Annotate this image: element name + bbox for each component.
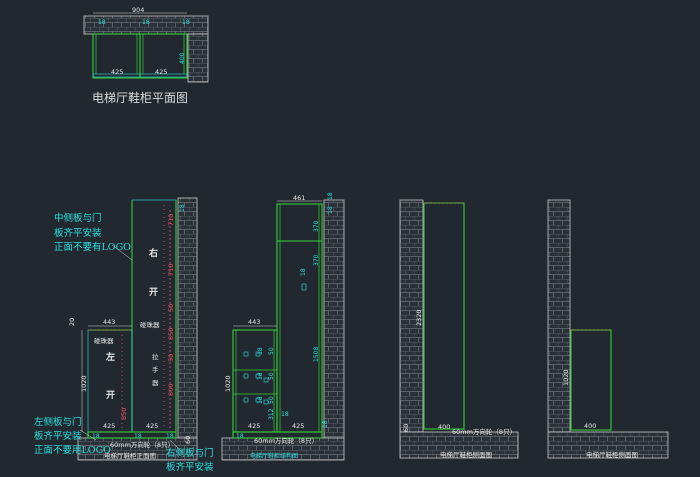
plan-dim-18b: 18: [142, 19, 150, 26]
front-red-850b: 850: [120, 408, 128, 420]
side-a-caption: 电梯厅鞋柜侧面图: [440, 450, 492, 459]
note-left-line1: 左侧板与门: [34, 416, 82, 428]
side-a-dim-400: 400: [438, 423, 450, 431]
side-b-wall-left: [547, 199, 571, 433]
struct-dim-425b: 425: [292, 422, 304, 430]
struct-dim-370a: 370: [313, 220, 320, 232]
note-left-line2: 板齐平安装: [34, 430, 82, 442]
front-view: 右 开 左 开 碰珠器 碰珠器 拉 手 器 710 710 50 850 50 …: [34, 197, 214, 473]
struct-dim-s4: 50: [268, 372, 275, 380]
side-a-dim-60: 60: [402, 424, 410, 432]
struct-dim-18e: 18: [281, 411, 289, 418]
plan-dim-400: 400: [179, 52, 186, 64]
side-a-dim-2320: 2320: [415, 309, 423, 326]
struct-tall-cabinet: [276, 203, 323, 433]
note-left-line3: 正面不要用LOGO: [34, 445, 111, 456]
plan-title: 电梯厅鞋柜平面图: [92, 90, 188, 105]
front-red-710b: 710: [167, 264, 175, 276]
note-mid-line3: 正面不要有LOGO: [54, 241, 131, 253]
front-dim-18a: 18: [92, 433, 100, 440]
front-handle-char1: 拉: [152, 352, 159, 361]
struct-dim-18-b: 18: [327, 206, 334, 214]
note-right-line1: 右侧板与门: [166, 447, 214, 459]
struct-dim-18-c: 18: [300, 268, 307, 276]
plan-dim-425a: 425: [111, 68, 123, 76]
plan-dim-425b: 425: [155, 68, 167, 76]
front-bracket-label-left: 碰珠器: [94, 336, 114, 345]
struct-bracket-tall: [301, 283, 307, 291]
front-door-left-char2: 开: [106, 390, 115, 401]
side-b-caption: 电梯厅鞋柜侧面图: [586, 450, 638, 459]
front-handle-char2: 手: [152, 365, 159, 374]
side-view-a: 2320 60 400 60mm万向轮（8只） 电梯厅鞋柜侧面图: [399, 199, 519, 459]
struct-dim-s2: 50: [268, 347, 275, 355]
struct-dim-1508: 1508: [313, 347, 320, 362]
front-dim-425a: 425: [103, 422, 115, 430]
front-red-800: 800: [167, 384, 175, 396]
plan-wall-right: [187, 33, 209, 83]
struct-caption: 电梯厅鞋柜结构图: [250, 452, 298, 460]
struct-dim-425a: 425: [248, 422, 260, 430]
front-door-right-char2: 开: [149, 287, 158, 298]
side-a-caster-note: 60mm万向轮（8只）: [452, 427, 516, 436]
front-dim-20: 20: [68, 318, 76, 326]
front-dim-1020: 1020: [80, 375, 88, 392]
front-tall-cabinet: [131, 199, 177, 433]
struct-dim-s3: 18: [257, 372, 264, 380]
plan-view: 904 18 18 18 425 425 400 电梯厅鞋柜平面图: [83, 6, 209, 105]
struct-dim-s1: 18: [257, 347, 264, 355]
side-view-b: 1020 400 电梯厅鞋柜侧面图: [547, 199, 669, 459]
struct-dim-443: 443: [248, 318, 260, 326]
plan-door-strip: [92, 73, 188, 78]
side-b-dim-1020: 1020: [562, 369, 570, 386]
structure-view: 461 18 18 370 370 18 1508 443 1020 312 1…: [221, 192, 345, 461]
note-mid-line2: 板齐平安装: [54, 227, 102, 239]
struct-dim-1020: 1020: [224, 375, 232, 392]
front-red-50a: 50: [167, 304, 175, 312]
front-dim-60: 60: [184, 436, 192, 444]
front-caster-note: 60mm万向轮（8只）: [110, 440, 174, 449]
front-dim-18c: 18: [166, 433, 174, 440]
front-caption: 电梯厅鞋柜正面图: [104, 451, 156, 460]
struct-caster-note: 60mm万向轮（8只）: [254, 436, 318, 445]
note-mid-line1: 中侧板与门: [54, 212, 102, 224]
struct-dim-18d: 18: [236, 433, 244, 440]
plan-dim-904: 904: [132, 6, 144, 14]
struct-dim-312: 312: [268, 408, 275, 420]
struct-rails: [243, 351, 269, 405]
front-wall-right: [177, 197, 198, 439]
struct-wall-right: [323, 199, 345, 439]
side-a-wall-bottom: [399, 431, 519, 459]
front-base: [87, 431, 177, 439]
front-door-left-char1: 左: [105, 351, 115, 363]
plan-dim-18c: 18: [182, 19, 190, 26]
front-dim-443: 443: [103, 318, 115, 326]
side-b-cabinet: [570, 329, 612, 431]
note-right-line2: 板齐平安装: [166, 461, 214, 473]
side-a-cabinet: [423, 202, 465, 430]
struct-dim-370b: 370: [313, 254, 320, 266]
struct-base: [232, 431, 323, 439]
struct-dim-s5: 50: [268, 396, 275, 404]
front-bracket-label-right: 碰珠器: [140, 320, 160, 329]
front-dim-18-side: 18: [179, 204, 186, 212]
front-handle-char3: 器: [152, 379, 159, 387]
front-red-50b: 50: [167, 354, 175, 362]
front-dim-18b: 18: [134, 433, 142, 440]
front-door-right-char1: 右: [148, 247, 158, 259]
struct-dim-461: 461: [293, 194, 305, 202]
front-dim-425b: 425: [146, 422, 158, 430]
side-b-wall-bottom: [547, 431, 669, 459]
struct-dim-s6: 18: [257, 396, 264, 404]
plan-dim-18a: 18: [98, 19, 106, 26]
side-b-dim-400: 400: [584, 422, 596, 430]
struct-dim-18-top: 18: [327, 192, 334, 200]
struct-dim-18f: 18: [322, 420, 329, 428]
front-red-710a: 710: [167, 214, 175, 226]
front-red-850: 850: [167, 328, 175, 340]
